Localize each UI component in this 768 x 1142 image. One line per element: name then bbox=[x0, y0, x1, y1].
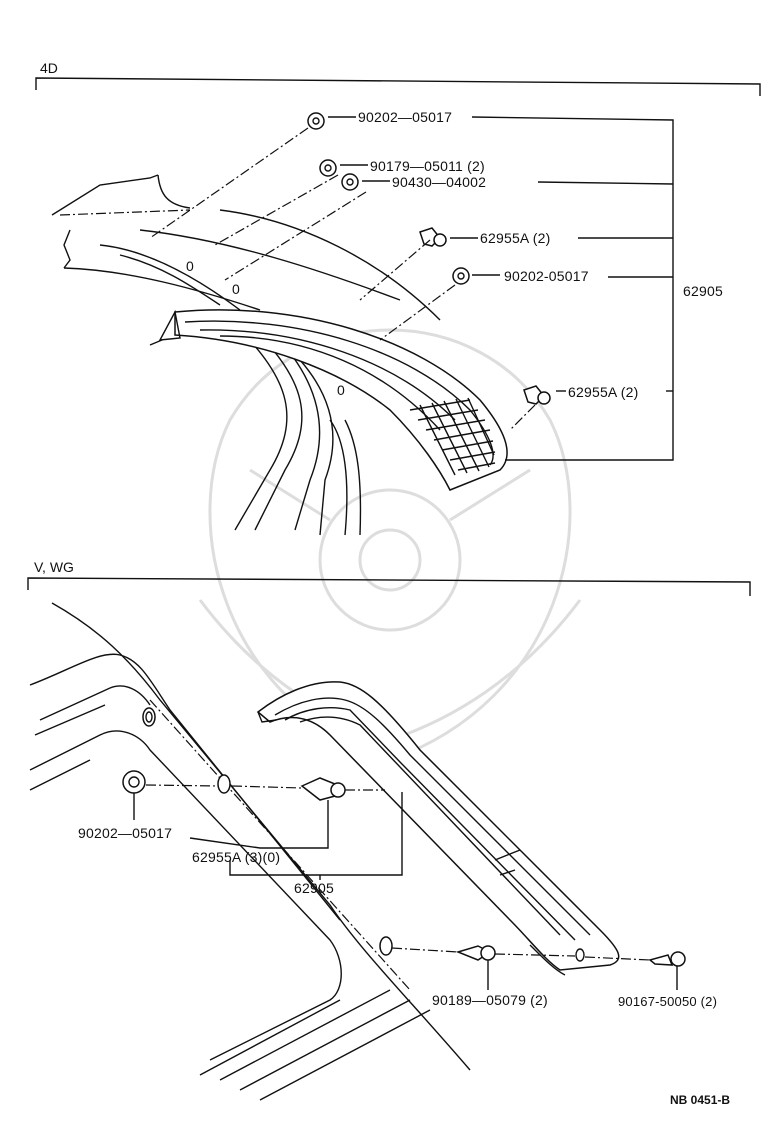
part-label: 90189—05079 (2) bbox=[432, 992, 548, 1008]
fasteners-v-wg bbox=[122, 770, 686, 967]
drawing-code: NB 0451-B bbox=[670, 1093, 730, 1107]
part-label: 90179—05011 (2) bbox=[370, 158, 485, 174]
part-label: 90202—05017 bbox=[78, 825, 172, 841]
part-label-assembly: 62905 bbox=[294, 880, 334, 896]
part-label: 62955A (2) bbox=[480, 230, 551, 246]
nut-icon bbox=[452, 267, 470, 285]
vent-garnish-4d bbox=[149, 309, 508, 491]
clip-hole-mark: 0 bbox=[337, 382, 345, 398]
section-title-v-wg: V, WG bbox=[34, 559, 74, 575]
nut-icon bbox=[307, 112, 325, 130]
section-bracket-v-wg bbox=[27, 577, 751, 596]
part-label: 90430—04002 bbox=[392, 174, 486, 190]
clip-hole-mark: 0 bbox=[186, 258, 194, 274]
nut-icon bbox=[122, 770, 146, 794]
nut-icon bbox=[341, 173, 359, 191]
window-frame bbox=[29, 602, 471, 1101]
part-label: 62955A (2) bbox=[568, 384, 639, 400]
section-bracket-4d bbox=[35, 77, 761, 96]
quarter-panel bbox=[51, 174, 441, 321]
hole-icon bbox=[142, 707, 156, 727]
part-label: 90202—05017 bbox=[358, 109, 452, 125]
part-label: 62955A (3)(0) bbox=[192, 849, 280, 865]
nut-icon bbox=[319, 159, 337, 177]
section-4d: 4D bbox=[35, 60, 761, 536]
clip-icon bbox=[300, 777, 336, 801]
part-label: 90202-05017 bbox=[504, 268, 589, 284]
leader-lines-v-wg bbox=[133, 792, 678, 990]
section-v-wg: V, WG bbox=[27, 559, 751, 1101]
section-title-4d: 4D bbox=[40, 60, 58, 76]
install-lines-v-wg bbox=[145, 784, 651, 961]
vent-garnish-v-wg bbox=[256, 681, 620, 976]
vent-grid bbox=[409, 397, 496, 476]
screw-icon bbox=[648, 954, 674, 966]
part-label-assembly: 62905 bbox=[683, 283, 723, 299]
leader-lines-4d bbox=[328, 116, 674, 461]
hole-icon bbox=[217, 774, 231, 794]
fasteners-4d bbox=[307, 112, 551, 405]
part-label: 90167-50050 (2) bbox=[618, 994, 717, 1009]
hole-icon bbox=[379, 936, 393, 956]
install-lines-4d bbox=[149, 127, 536, 431]
clip-hole-mark: 0 bbox=[232, 281, 240, 297]
